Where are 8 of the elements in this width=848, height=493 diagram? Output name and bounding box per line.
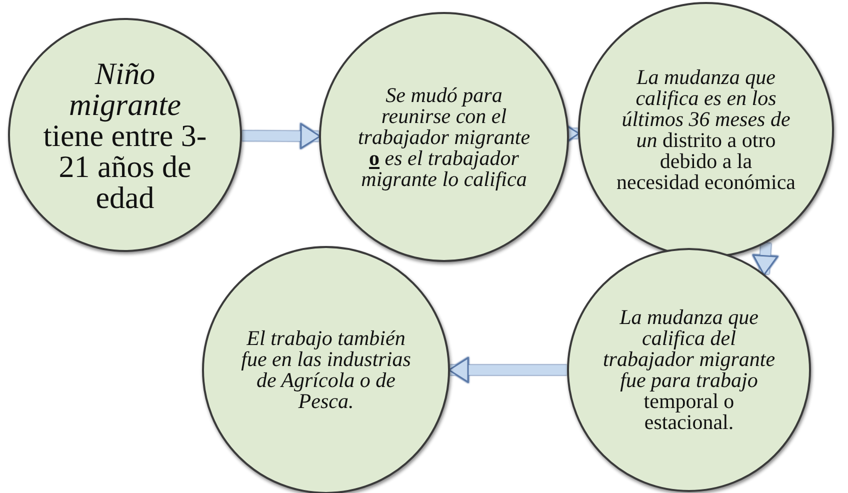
- block-arrow: [448, 357, 567, 383]
- node-text: La mudanza que califica es en los últimos 36 meses de un distrito a otro debido a la necesidad económica: [616, 67, 796, 193]
- block-arrow: [752, 242, 778, 276]
- node-text: Se mudó para reunirse con el trabajador migrante o es el trabajador migrante lo califica: [356, 84, 532, 190]
- node-text: La mudanza que califica del trabajador migrante fue para trabajo temporal o estacional.: [602, 307, 776, 433]
- node-text: El trabajo también fue en las industrias de Agrícola o de Pesca.: [241, 328, 411, 412]
- block-arrow: [242, 123, 321, 149]
- node-text: Niño migrante tiene entre 3-21 años de edad: [42, 58, 208, 212]
